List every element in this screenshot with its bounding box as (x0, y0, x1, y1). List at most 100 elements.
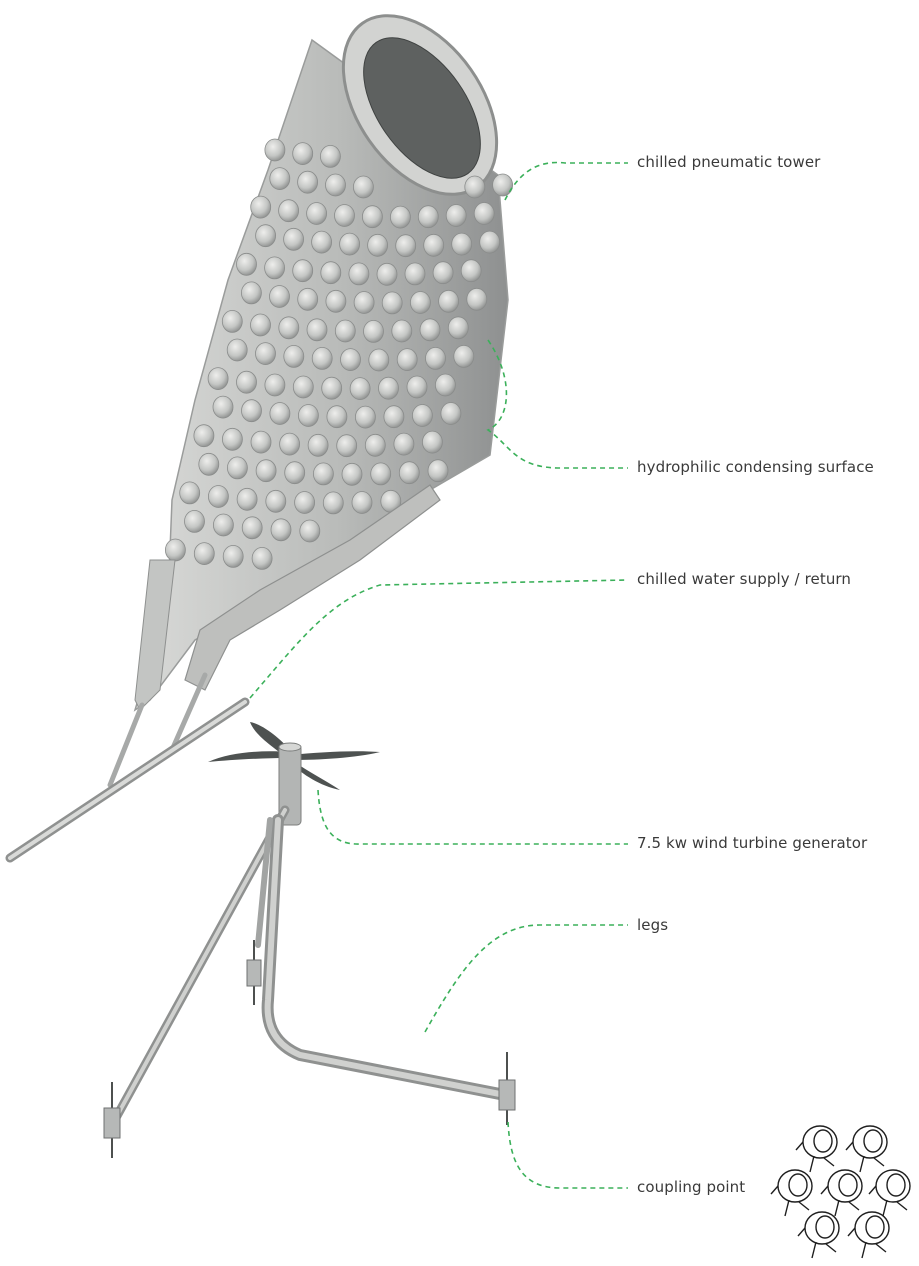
condensing-node (227, 339, 247, 361)
sketch-unit (848, 1212, 889, 1258)
label-legs: legs (637, 916, 668, 934)
condensing-node (312, 347, 332, 369)
condensing-node (424, 234, 444, 256)
condensing-node (353, 176, 373, 198)
condensing-node (465, 176, 485, 198)
leader-legs (425, 925, 628, 1032)
condensing-node (165, 539, 185, 561)
condensing-node (364, 320, 384, 342)
condensing-node (270, 286, 290, 308)
sketch-unit (771, 1170, 812, 1216)
condensing-node (384, 406, 404, 428)
condensing-node (412, 405, 432, 427)
condensing-node (251, 196, 271, 218)
condensing-node (397, 349, 417, 371)
condensing-node (185, 510, 205, 532)
condensing-node (293, 143, 313, 165)
label-chilled-pneumatic-tower: chilled pneumatic tower (637, 153, 820, 171)
condensing-node (340, 233, 360, 255)
condensing-node (467, 288, 487, 310)
condensing-node (321, 262, 341, 284)
label-hydrophilic-condensing-surface: hydrophilic condensing surface (637, 458, 874, 476)
condensing-node (308, 434, 328, 456)
condensing-node (326, 174, 346, 196)
condensing-node (307, 203, 327, 225)
condensing-node (194, 543, 214, 565)
condensing-node (323, 492, 343, 514)
condensing-node (293, 376, 313, 398)
condensing-node (371, 463, 391, 485)
sketch-unit (821, 1170, 862, 1216)
condensing-node (452, 233, 472, 255)
condensing-node (313, 463, 333, 485)
condensing-node (271, 519, 291, 541)
condensing-node (435, 374, 455, 396)
condensing-node (326, 290, 346, 312)
condensing-node (461, 260, 481, 282)
leader-turbine (318, 790, 628, 844)
legs (112, 810, 505, 1125)
condensing-node (300, 520, 320, 542)
condensing-node (223, 545, 243, 567)
condensing-node (405, 263, 425, 285)
condensing-node (382, 292, 402, 314)
condensing-node (350, 378, 370, 400)
condensing-node (295, 492, 315, 514)
condensing-node (237, 488, 257, 510)
condensing-node (474, 203, 494, 225)
condensing-node (394, 433, 414, 455)
condensing-node (377, 263, 397, 285)
condensing-node (410, 292, 430, 314)
condensing-node (426, 347, 446, 369)
condensing-node (439, 290, 459, 312)
condensing-node (320, 145, 340, 167)
condensing-node (407, 376, 427, 398)
condensing-node (493, 174, 513, 196)
condensing-node (252, 547, 272, 569)
condensing-node (242, 517, 262, 539)
leader-tower (505, 162, 628, 200)
condensing-node (448, 317, 468, 339)
condensing-node (428, 460, 448, 482)
coupling-point-mid (247, 940, 261, 1005)
condensing-node (270, 168, 290, 190)
condensing-node (270, 403, 290, 425)
condensing-node (284, 228, 304, 250)
condensing-node (242, 400, 262, 422)
condensing-node (279, 200, 299, 222)
condensing-node (392, 320, 412, 342)
wind-turbine (208, 722, 380, 825)
condensing-node (256, 343, 276, 365)
sketch-unit (869, 1170, 910, 1216)
condensing-node (213, 514, 233, 536)
condensing-node (480, 231, 500, 253)
condensing-node (251, 431, 271, 453)
condensing-node (265, 374, 285, 396)
condensing-node (355, 406, 375, 428)
condensing-node (335, 205, 355, 227)
turbine-blade (208, 751, 288, 762)
condensing-node (396, 235, 416, 257)
condensing-node (365, 434, 385, 456)
condensing-node (433, 262, 453, 284)
condensing-node (293, 260, 313, 282)
condensing-node (298, 405, 318, 427)
condensing-node (335, 320, 355, 342)
sketch-unit (798, 1212, 839, 1258)
sketch-unit (846, 1126, 887, 1172)
condensing-node (284, 345, 304, 367)
label-coupling-point: coupling point (637, 1178, 745, 1196)
condensing-node (251, 314, 271, 336)
condensing-node (199, 453, 219, 475)
condensing-node (279, 317, 299, 339)
condensing-node (222, 428, 242, 450)
condensing-node (307, 319, 327, 341)
label-wind-turbine-generator: 7.5 kw wind turbine generator (637, 834, 867, 852)
condensing-node (298, 171, 318, 193)
condensing-node (369, 349, 389, 371)
condensing-node (312, 231, 332, 253)
condensing-node (368, 234, 388, 256)
condensing-node (298, 288, 318, 310)
coupling-pattern-sketch (771, 1126, 910, 1258)
